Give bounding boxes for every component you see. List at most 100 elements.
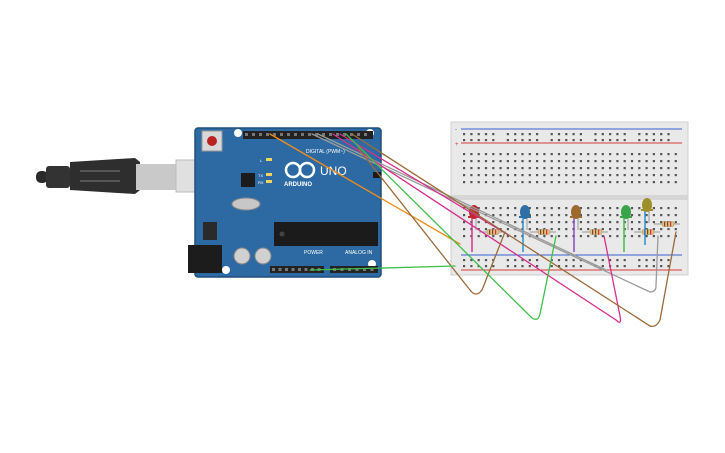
breadboard-hole[interactable] (660, 160, 663, 163)
header-pin[interactable] (285, 268, 288, 271)
breadboard-hole[interactable] (652, 235, 655, 238)
header-pin[interactable] (280, 133, 283, 136)
breadboard-hole[interactable] (652, 174, 655, 177)
rail-hole[interactable] (514, 133, 517, 136)
breadboard-hole[interactable] (557, 160, 561, 163)
rail-hole[interactable] (477, 133, 480, 136)
rail-hole[interactable] (521, 259, 524, 262)
breadboard-hole[interactable] (492, 207, 495, 210)
gray-wire[interactable] (311, 133, 659, 293)
breadboard-hole[interactable] (514, 221, 517, 224)
rail-hole[interactable] (594, 139, 597, 142)
rail-hole[interactable] (536, 259, 539, 262)
breadboard-hole[interactable] (484, 228, 488, 231)
breadboard-hole[interactable] (477, 207, 480, 210)
breadboard-hole[interactable] (506, 235, 509, 238)
breadboard-hole[interactable] (499, 160, 502, 163)
breadboard-hole[interactable] (514, 174, 517, 177)
breadboard-hole[interactable] (623, 160, 626, 163)
breadboard-hole[interactable] (630, 228, 634, 231)
breadboard-hole[interactable] (667, 160, 670, 163)
rail-hole[interactable] (492, 139, 495, 142)
rail-hole[interactable] (470, 259, 473, 262)
breadboard-hole[interactable] (587, 181, 590, 184)
breadboard-hole[interactable] (528, 181, 531, 184)
breadboard-hole[interactable] (536, 174, 539, 177)
breadboard-hole[interactable] (638, 228, 641, 231)
breadboard-hole[interactable] (484, 174, 488, 177)
header-pin[interactable] (278, 268, 282, 271)
breadboard-hole[interactable] (506, 153, 509, 156)
rail-hole[interactable] (623, 133, 626, 136)
breadboard-hole[interactable] (550, 228, 553, 231)
breadboard-hole[interactable] (667, 207, 670, 210)
rail-hole[interactable] (565, 139, 568, 142)
breadboard-hole[interactable] (674, 221, 677, 224)
rail-hole[interactable] (609, 139, 612, 142)
breadboard-hole[interactable] (565, 174, 568, 177)
breadboard-hole[interactable] (557, 221, 561, 224)
breadboard-hole[interactable] (477, 160, 480, 163)
breadboard-hole[interactable] (587, 153, 590, 156)
breadboard-hole[interactable] (674, 214, 677, 217)
breadboard-hole[interactable] (638, 214, 641, 217)
breadboard-hole[interactable] (609, 160, 612, 163)
breadboard-hole[interactable] (499, 235, 502, 238)
rail-hole[interactable] (572, 139, 575, 142)
breadboard-hole[interactable] (521, 160, 524, 163)
breadboard-hole[interactable] (499, 174, 502, 177)
breadboard-hole[interactable] (616, 228, 619, 231)
breadboard-hole[interactable] (674, 181, 677, 184)
rail-hole[interactable] (463, 259, 466, 262)
breadboard-hole[interactable] (579, 181, 582, 184)
breadboard-hole[interactable] (645, 228, 648, 231)
breadboard-hole[interactable] (616, 167, 619, 170)
yellow-led[interactable] (641, 198, 653, 245)
arduino-uno-board[interactable]: DIGITAL (PWM~) ARDUINO UNO L TX RX (188, 127, 382, 278)
breadboard-hole[interactable] (579, 221, 582, 224)
breadboard-hole[interactable] (609, 153, 612, 156)
breadboard-hole[interactable] (587, 167, 590, 170)
rail-hole[interactable] (514, 139, 517, 142)
breadboard-hole[interactable] (587, 174, 590, 177)
breadboard-hole[interactable] (594, 160, 597, 163)
breadboard-hole[interactable] (572, 181, 575, 184)
rail-hole[interactable] (463, 139, 466, 142)
rail-hole[interactable] (660, 259, 663, 262)
resistor[interactable] (654, 221, 680, 227)
breadboard-hole[interactable] (528, 214, 531, 217)
breadboard-hole[interactable] (477, 221, 480, 224)
breadboard-hole[interactable] (667, 174, 670, 177)
rail-hole[interactable] (484, 139, 488, 142)
breadboard-hole[interactable] (557, 167, 561, 170)
breadboard-hole[interactable] (667, 167, 670, 170)
breadboard-hole[interactable] (543, 207, 546, 210)
breadboard-hole[interactable] (557, 214, 561, 217)
rail-hole[interactable] (514, 265, 517, 268)
breadboard-hole[interactable] (594, 207, 597, 210)
breadboard-hole[interactable] (638, 160, 641, 163)
breadboard-hole[interactable] (572, 153, 575, 156)
rail-hole[interactable] (557, 259, 561, 262)
green-wire[interactable] (345, 133, 557, 320)
magenta-wire[interactable] (332, 133, 622, 323)
breadboard-hole[interactable] (543, 153, 546, 156)
breadboard-hole[interactable] (543, 167, 546, 170)
breadboard-hole[interactable] (521, 153, 524, 156)
rail-hole[interactable] (638, 139, 641, 142)
breadboard-hole[interactable] (652, 207, 655, 210)
header-pin[interactable] (315, 133, 318, 136)
breadboard-hole[interactable] (601, 228, 604, 231)
rail-hole[interactable] (660, 265, 663, 268)
breadboard-hole[interactable] (601, 174, 604, 177)
breadboard-hole[interactable] (492, 153, 495, 156)
rail-hole[interactable] (652, 259, 655, 262)
breadboard-hole[interactable] (550, 153, 553, 156)
breadboard-hole[interactable] (587, 214, 590, 217)
breadboard-hole[interactable] (543, 235, 546, 238)
breadboard-hole[interactable] (601, 153, 604, 156)
header-pin[interactable] (298, 268, 301, 271)
breadboard-hole[interactable] (652, 153, 655, 156)
breadboard-hole[interactable] (543, 214, 546, 217)
breadboard-hole[interactable] (660, 181, 663, 184)
